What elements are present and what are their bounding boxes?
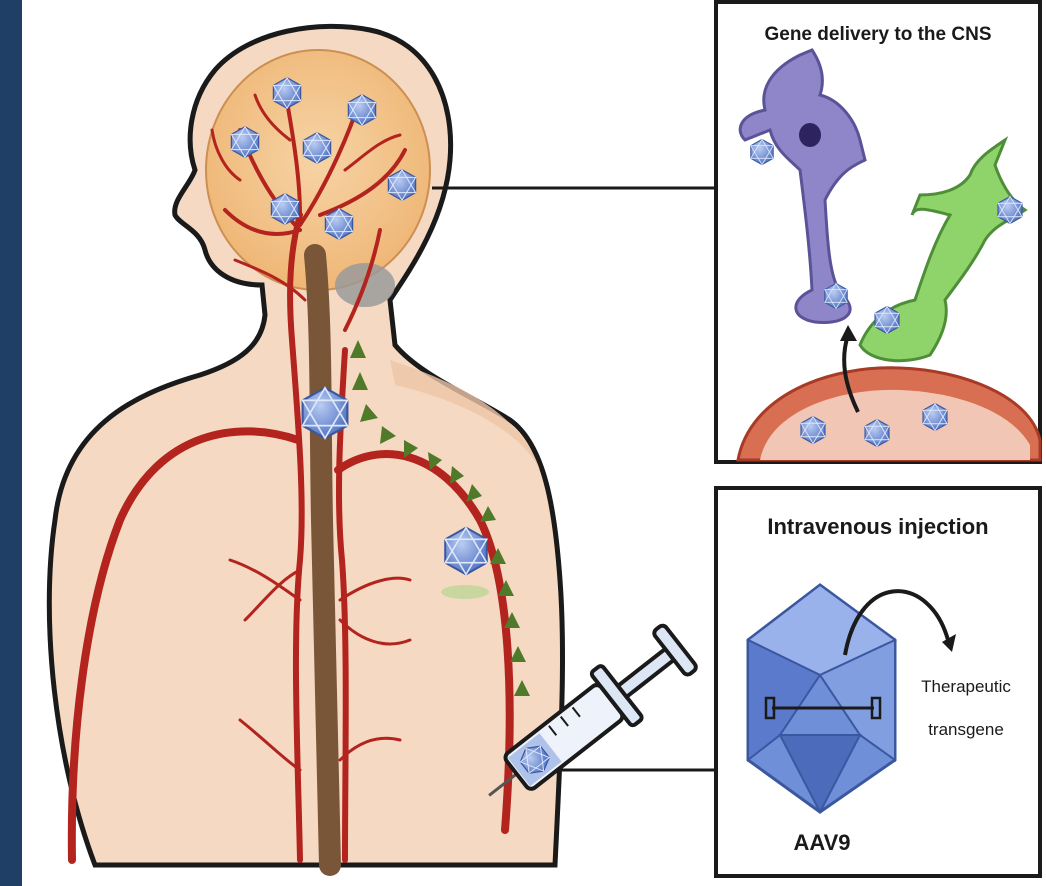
transgene-label-line1: Therapeutic bbox=[921, 677, 1011, 696]
cns-panel-title: Gene delivery to the CNS bbox=[764, 24, 991, 45]
injection-panel: Intravenous injection Therapeutic transg… bbox=[716, 488, 1040, 876]
aav9-label: AAV9 bbox=[793, 830, 850, 855]
spinal-cord bbox=[315, 255, 330, 865]
arm-virus-halo bbox=[441, 585, 489, 599]
neuron-nucleus bbox=[799, 123, 821, 147]
transgene-label-line2: transgene bbox=[928, 720, 1004, 739]
cns-panel: Gene delivery to the CNS bbox=[716, 2, 1040, 462]
injection-panel-title: Intravenous injection bbox=[767, 514, 988, 539]
